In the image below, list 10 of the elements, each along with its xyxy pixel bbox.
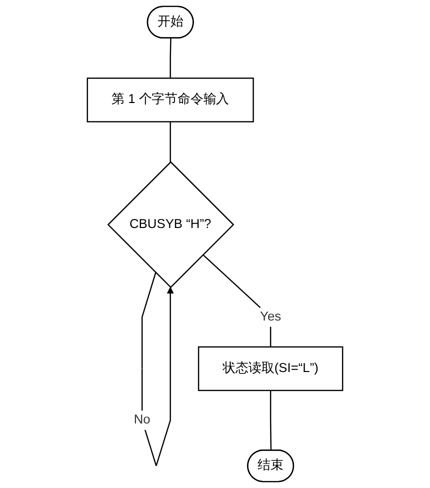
node-box: 第 1 个字节命令输入 [86,78,254,122]
node-box: 状态读取(SI=“L”) [198,346,344,392]
connector [202,254,272,347]
edge-label: Yes [260,310,282,324]
edge-label: No [134,413,150,427]
connector [170,122,171,162]
connector [170,38,172,78]
connector [270,390,272,451]
arrow [142,272,174,466]
node-diamond: CBUSYB “H”? [107,161,234,288]
